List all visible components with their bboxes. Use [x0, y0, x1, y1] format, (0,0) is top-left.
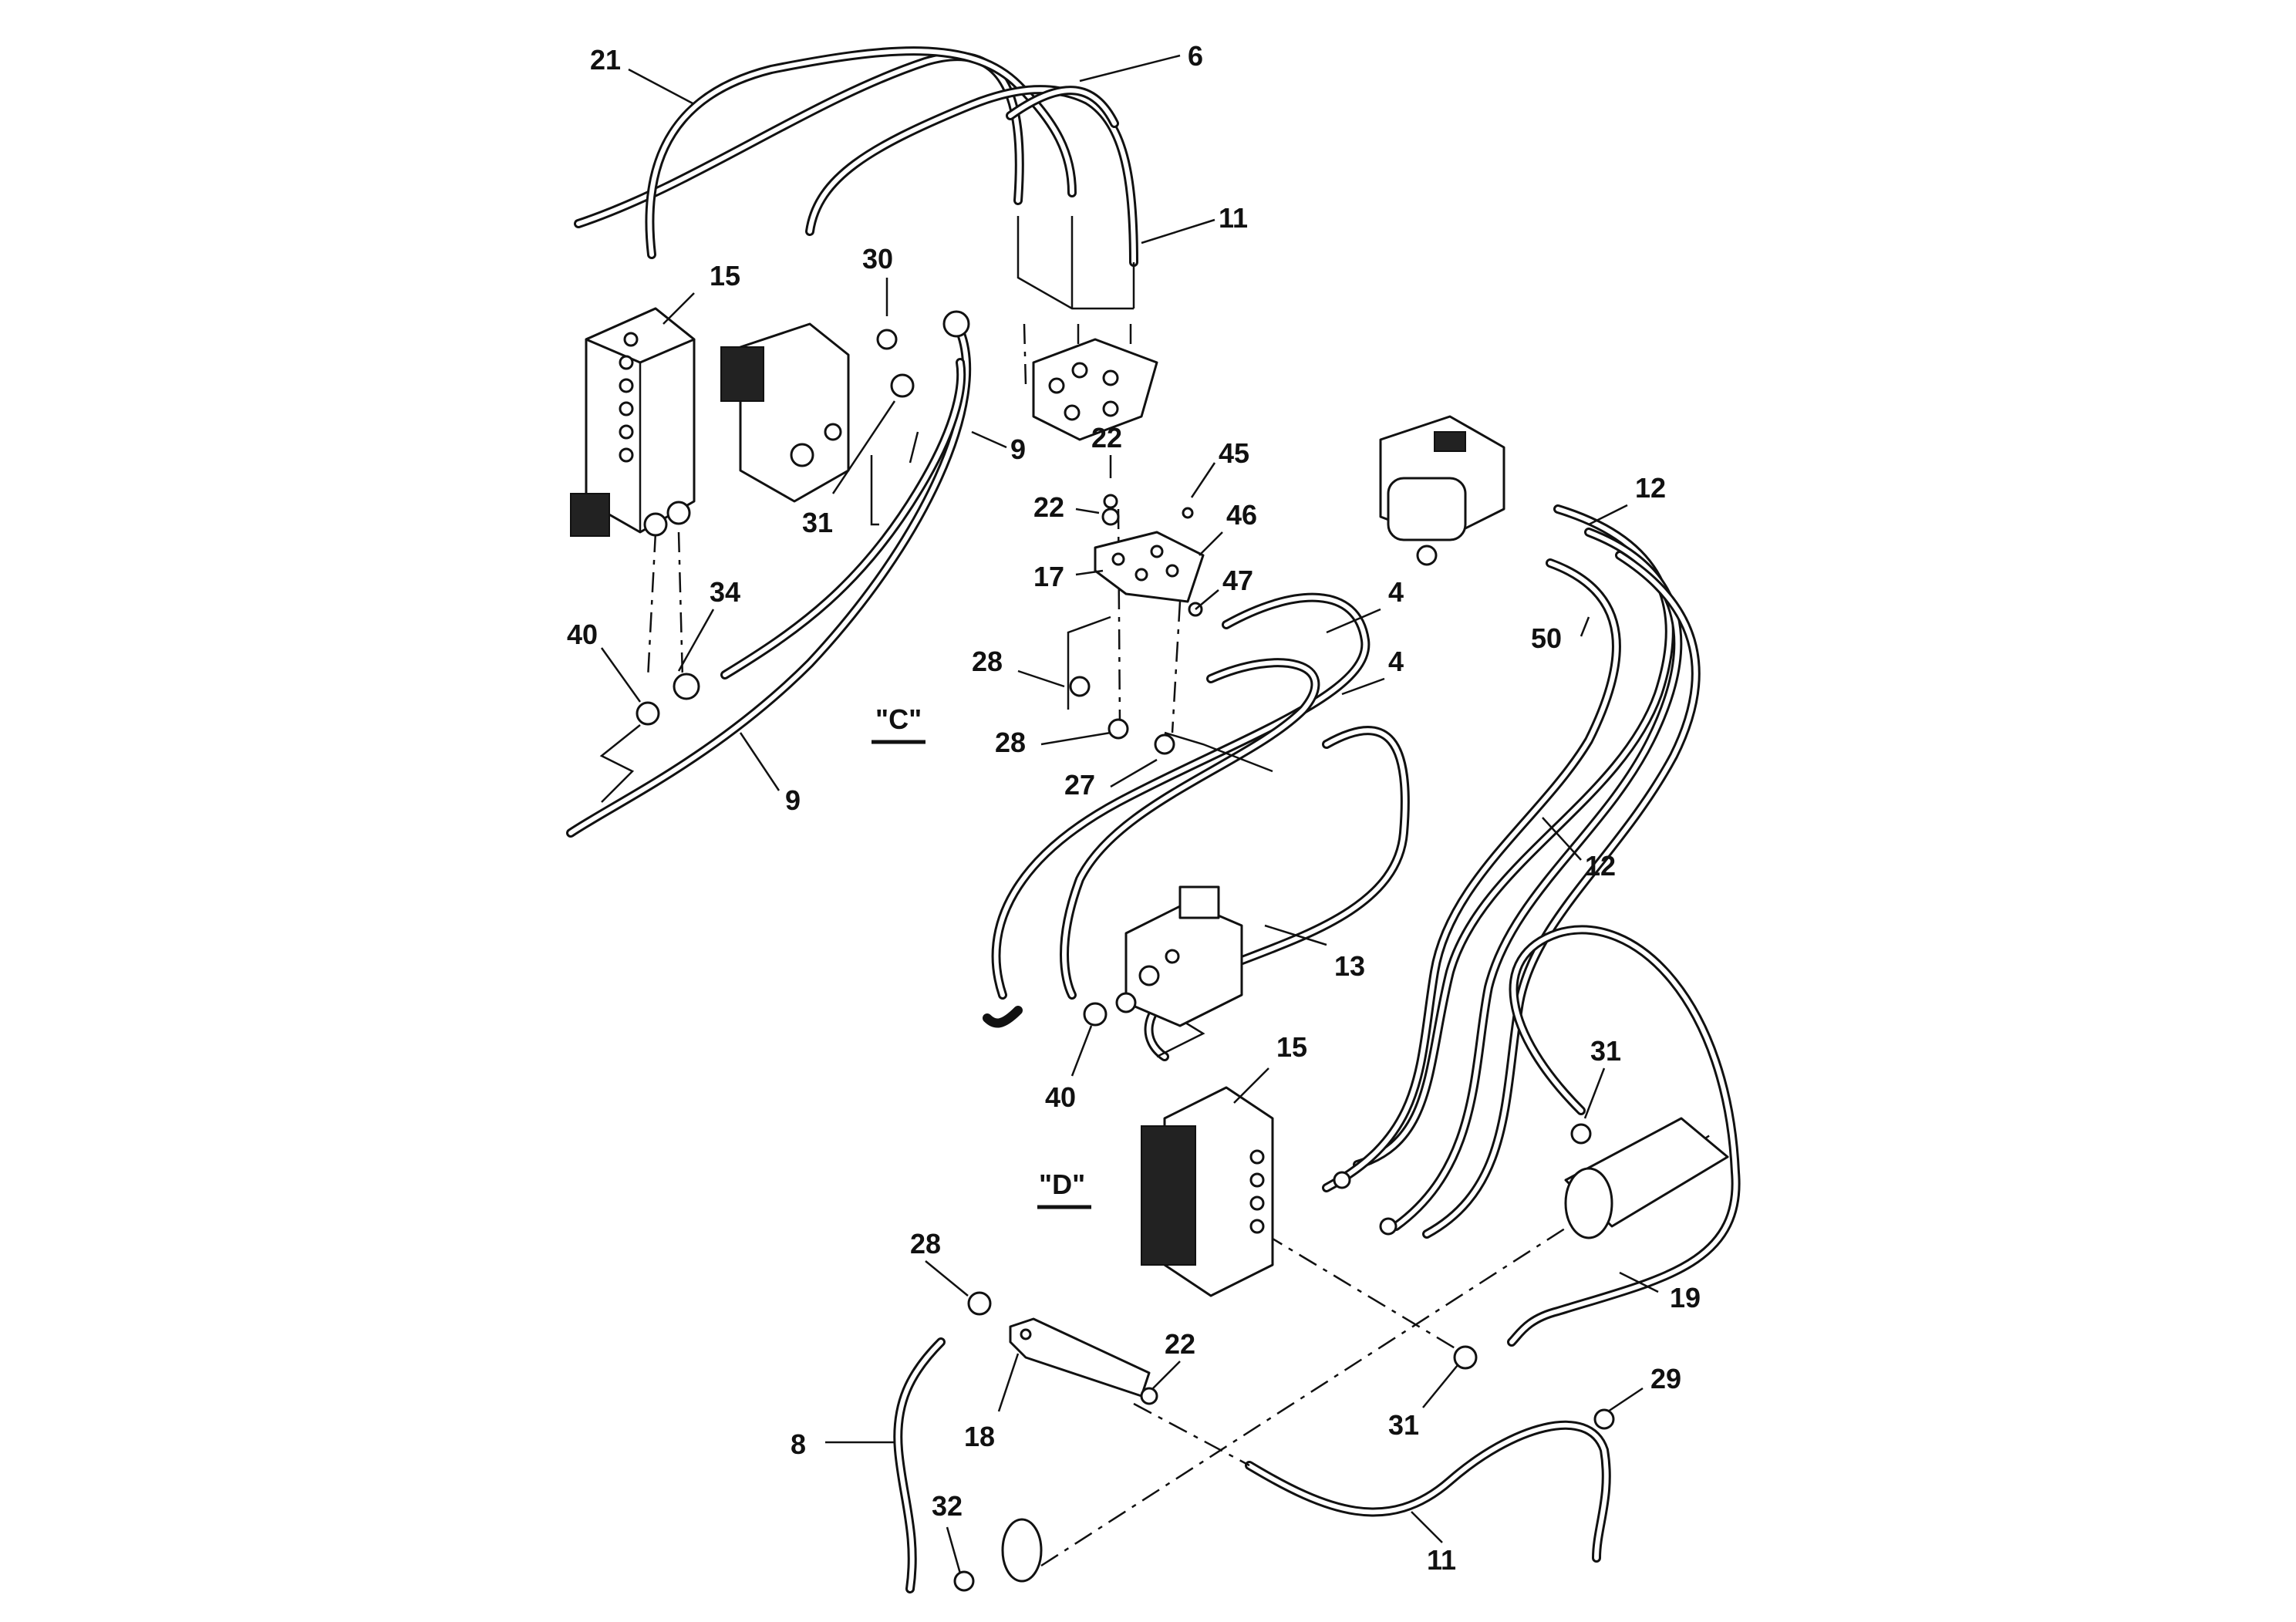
callout-28-lower: 28 [995, 727, 1026, 758]
callout-8: 8 [791, 1428, 806, 1460]
callout-21: 21 [590, 44, 621, 76]
callout-40-mid: 40 [1045, 1081, 1076, 1113]
callout-6: 6 [1188, 40, 1203, 72]
callout-31-d: 31 [1388, 1409, 1419, 1441]
steering-valve-icon [1124, 885, 1243, 1027]
callout-29: 29 [1650, 1363, 1681, 1394]
view-label-d: "D" [1039, 1168, 1085, 1200]
callout-45: 45 [1219, 437, 1249, 469]
control-valve-block-icon [570, 307, 696, 537]
callout-leaders [600, 54, 1659, 1574]
callout-4-upper: 4 [1388, 576, 1404, 608]
control-valve-bank-icon [1141, 1086, 1274, 1297]
hydraulic-motor-icon [1379, 415, 1505, 566]
callouts: 21 6 11 15 30 9 31 22 45 22 46 17 47 12 … [567, 40, 1701, 1576]
callout-18: 18 [964, 1421, 995, 1452]
callout-27: 27 [1064, 769, 1095, 801]
callout-31-right: 31 [1590, 1035, 1621, 1067]
hose-21-b [645, 46, 1077, 259]
mounting-plate-top-icon [1032, 338, 1158, 441]
callout-34: 34 [710, 576, 740, 608]
callout-31-c: 31 [802, 507, 833, 538]
callout-19: 19 [1670, 1282, 1701, 1313]
callout-50: 50 [1531, 622, 1562, 654]
hose-40-c [983, 1006, 1023, 1028]
fittings [636, 310, 1615, 1592]
callout-12-mid: 12 [1585, 850, 1616, 882]
callout-13: 13 [1334, 950, 1365, 982]
callout-12-top: 12 [1635, 472, 1666, 504]
callout-9-lower: 9 [785, 784, 801, 816]
callout-11-bottom: 11 [1427, 1544, 1456, 1576]
hose-11-bottom [1245, 1420, 1611, 1563]
view-label-c: "C" [875, 703, 922, 735]
callout-28-upper: 28 [972, 646, 1003, 677]
callout-28-d: 28 [910, 1228, 941, 1259]
hose-6 [805, 85, 1138, 267]
mounting-plate-17-icon [1094, 531, 1205, 603]
callout-22-top: 22 [1091, 422, 1122, 454]
bracket-lines [599, 216, 1273, 1058]
callout-47: 47 [1222, 565, 1253, 596]
callout-11-top: 11 [1219, 202, 1248, 234]
callout-4-lower: 4 [1388, 646, 1404, 677]
callout-15-d: 15 [1276, 1031, 1307, 1063]
hoses [566, 46, 1741, 1593]
callout-30: 30 [862, 243, 893, 275]
callout-22-mid: 22 [1033, 491, 1064, 523]
callout-15-c: 15 [710, 260, 740, 292]
view-labels: "C" "D" [872, 703, 1091, 1209]
callout-32: 32 [932, 1490, 963, 1522]
callout-46: 46 [1226, 499, 1257, 531]
hydraulic-cylinder-icon [1001, 1117, 1729, 1583]
callout-9-upper: 9 [1010, 433, 1026, 465]
hose-8 [893, 1337, 946, 1593]
callout-40-c: 40 [567, 619, 598, 650]
solenoid-valve-icon [720, 322, 850, 503]
callout-22-d: 22 [1165, 1328, 1195, 1360]
callout-17: 17 [1033, 561, 1064, 592]
bracket-18-icon [1009, 1317, 1151, 1398]
